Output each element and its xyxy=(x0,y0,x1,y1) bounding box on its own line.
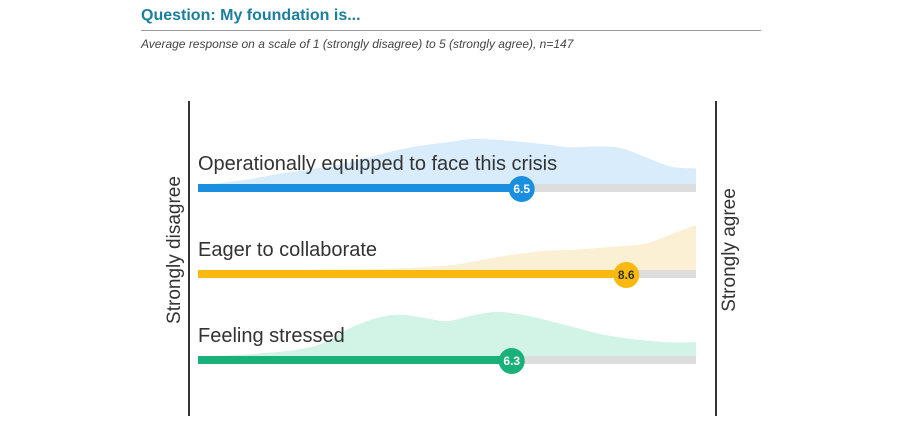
chart-row: Operationally equipped to face this cris… xyxy=(198,138,696,202)
left-axis-label: Strongly disagree xyxy=(164,176,185,324)
value-marker xyxy=(508,176,535,202)
category-label: Operationally equipped to face this cris… xyxy=(198,153,557,175)
value-bar xyxy=(198,270,627,278)
distribution-area xyxy=(198,311,696,360)
value-label: 6.5 xyxy=(513,182,530,196)
chart-row: Feeling stressed 6.3 xyxy=(198,311,696,374)
category-label: Eager to collaborate xyxy=(198,239,377,261)
question-title: Question: My foundation is... xyxy=(141,6,761,31)
value-marker xyxy=(498,348,525,374)
distribution-area xyxy=(198,138,696,188)
value-label: 6.3 xyxy=(503,354,520,368)
chart-subtitle: Average response on a scale of 1 (strong… xyxy=(141,37,574,51)
chart-row: Eager to collaborate 8.6 xyxy=(198,225,696,288)
right-axis-label: Strongly agree xyxy=(719,188,740,312)
value-bar xyxy=(198,184,522,192)
chart-header: Question: My foundation is... Average re… xyxy=(141,6,761,51)
category-label: Feeling stressed xyxy=(198,325,345,347)
value-label: 8.6 xyxy=(618,268,635,282)
value-marker xyxy=(613,262,640,288)
value-bar xyxy=(198,356,512,364)
distribution-area xyxy=(198,225,696,274)
